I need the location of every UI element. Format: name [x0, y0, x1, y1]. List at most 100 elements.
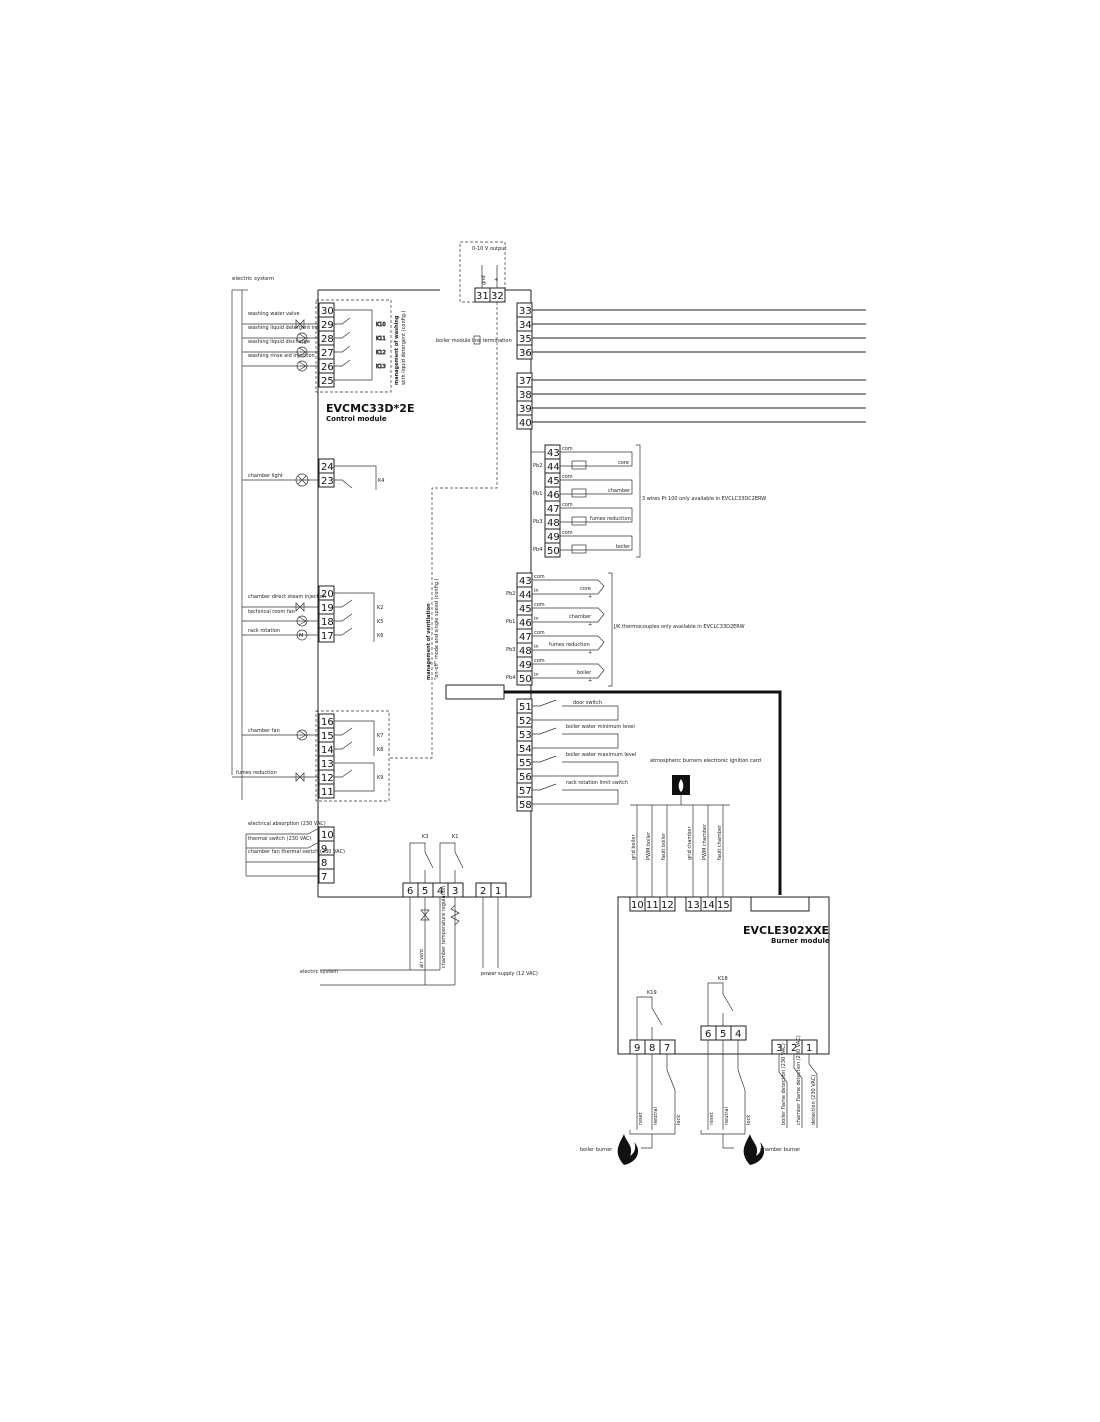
washing-rinse-aid-label: washing rinse aid injection: [248, 353, 315, 359]
tc-com-2: com: [534, 602, 545, 608]
relay-k9: K9: [377, 775, 383, 781]
pwm-chamber-label: PWM chamber: [702, 823, 708, 860]
terminal-14: 14: [321, 745, 334, 756]
burner-terminal-2: 2: [791, 1043, 797, 1054]
terminal-48-tc: 48: [519, 646, 532, 657]
relay-k6: K6: [377, 633, 383, 639]
electric-system-bus: [231, 289, 248, 800]
terminal-5: 5: [422, 886, 428, 897]
relay-k11: K11: [376, 336, 386, 342]
tc-pb2: Pb2: [506, 591, 515, 597]
terminal-49: 49: [547, 532, 560, 543]
air-vent-label: air vent: [419, 949, 425, 968]
chamber-fan-label: chamber fan: [248, 728, 280, 734]
burner-terminal-9: 9: [634, 1043, 640, 1054]
burner-terminal-14: 14: [702, 900, 715, 911]
bus-cable-thick: [504, 690, 782, 895]
terminal-47-tc: 47: [519, 632, 532, 643]
chamber-fan-thermal-switch-label: chamber fan thermal switch (230 VAC): [248, 849, 345, 855]
boiler-water-max-label: boiler water maximum level: [566, 752, 636, 758]
terminal-44: 44: [547, 462, 560, 473]
relay-contacts-washing: K10 K11 K12 K13: [334, 309, 386, 381]
relay-k3: K3: [422, 834, 428, 840]
tc-core: core: [580, 586, 591, 592]
terminal-34: 34: [519, 320, 532, 331]
management-of-washing-label: management of washing: [394, 315, 400, 385]
terminal-18: 18: [321, 617, 334, 628]
terminal-17: 17: [321, 631, 334, 642]
motor-icon: M: [296, 629, 308, 641]
tc-plus-1: +: [588, 594, 592, 600]
chamber-reset-label: reset: [709, 1112, 715, 1125]
pt100-com-4: com: [562, 530, 573, 536]
terminal-51: 51: [519, 702, 532, 713]
pump-icon: [296, 332, 308, 372]
relay-k4: K4: [378, 478, 384, 484]
ext-detection-label: detection (230 VAC): [811, 1075, 817, 1125]
tc-fumes: fumes reduction: [549, 642, 590, 648]
door-switch-label: door switch: [573, 700, 602, 706]
burner-terminal-4: 4: [735, 1029, 741, 1040]
relay-contacts-11-16: [334, 720, 375, 792]
grid-boiler-label: grid boiler: [631, 834, 637, 860]
terminal-50: 50: [547, 546, 560, 557]
rack-rotation-label: rack rotation: [248, 628, 280, 634]
terminal-11: 11: [321, 787, 334, 798]
relay-contact-k4: [334, 465, 377, 490]
washing-liquid-discharge-label: washing liquid discharge: [248, 339, 310, 345]
terminal-46-tc: 46: [519, 618, 532, 629]
burner-terminal-10: 10: [631, 900, 644, 911]
terminal-23: 23: [321, 476, 334, 487]
ignition-card-wires: [636, 805, 724, 897]
tc-plus-2: +: [588, 622, 592, 628]
boiler-reset-label: reset: [638, 1112, 644, 1125]
tc-in-4: in: [534, 672, 539, 678]
terminal-28: 28: [321, 334, 334, 345]
burner-terminal-13: 13: [687, 900, 700, 911]
bottom-field-wires: [320, 897, 499, 986]
burner-module-title: EVCLE302XXE: [743, 924, 829, 937]
terminal-31: 31: [476, 291, 489, 302]
relay-k13: K13: [376, 364, 386, 370]
control-module-frame: [317, 289, 532, 898]
terminal-4: 4: [437, 886, 443, 897]
burner-terminal-7: 7: [664, 1043, 670, 1054]
chamber-temperature-regulation-label: chamber temperature regulation: [441, 886, 447, 968]
terminal-16: 16: [321, 717, 334, 728]
electric-system-bottom-label: electric system: [300, 969, 338, 975]
boiler-lock-label: lock: [676, 1115, 682, 1125]
relay-k19: K19: [647, 990, 657, 996]
boiler-water-min-label: boiler water minimum level: [566, 724, 635, 730]
chamber-burner-label: chamber burner: [760, 1147, 801, 1153]
chamber-direct-steam-label: chamber direct steam injection: [248, 594, 326, 600]
relay-contacts-k19-k18: [636, 982, 734, 1040]
relay-k12: K12: [376, 350, 386, 356]
relay-k5: K5: [377, 619, 383, 625]
burner-terminal-1: 1: [806, 1043, 812, 1054]
pt100-pb2: Pb2: [533, 463, 542, 469]
resistor-icon: [450, 904, 460, 926]
terminal-block-pt100: 43 44 45 46 47 48 49 50: [544, 444, 561, 558]
terminal-26: 26: [321, 362, 334, 373]
terminal-3: 3: [452, 886, 458, 897]
tc-note: J/K thermocouples only available in EVCL…: [613, 624, 745, 630]
terminal-55: 55: [519, 758, 532, 769]
relay-k2: K2: [377, 605, 383, 611]
terminal-10: 10: [321, 830, 334, 841]
pt100-com-3: com: [562, 502, 573, 508]
terminal-29: 29: [321, 320, 334, 331]
burner-terminal-6: 6: [705, 1029, 711, 1040]
fault-boiler-label: fault boiler: [661, 832, 667, 860]
chamber-fan-icon: [296, 729, 308, 741]
chamber-lock-label: lock: [746, 1115, 752, 1125]
chamber-light-label: chamber light: [248, 473, 283, 479]
chamber-neutral-label: neutral: [724, 1107, 730, 1125]
burner-module-subtitle: Burner module: [771, 937, 830, 945]
tc-plus-3: +: [588, 650, 592, 656]
terminal-43: 43: [547, 448, 560, 459]
management-of-ventilation-label: management of ventilation: [426, 603, 432, 680]
burner-terminal-8: 8: [649, 1043, 655, 1054]
fault-chamber-label: fault chamber: [717, 824, 723, 860]
terminal-block-thermocouple: 43 44 45 46 47 48 49 50: [516, 572, 533, 686]
terminal-15: 15: [321, 731, 334, 742]
